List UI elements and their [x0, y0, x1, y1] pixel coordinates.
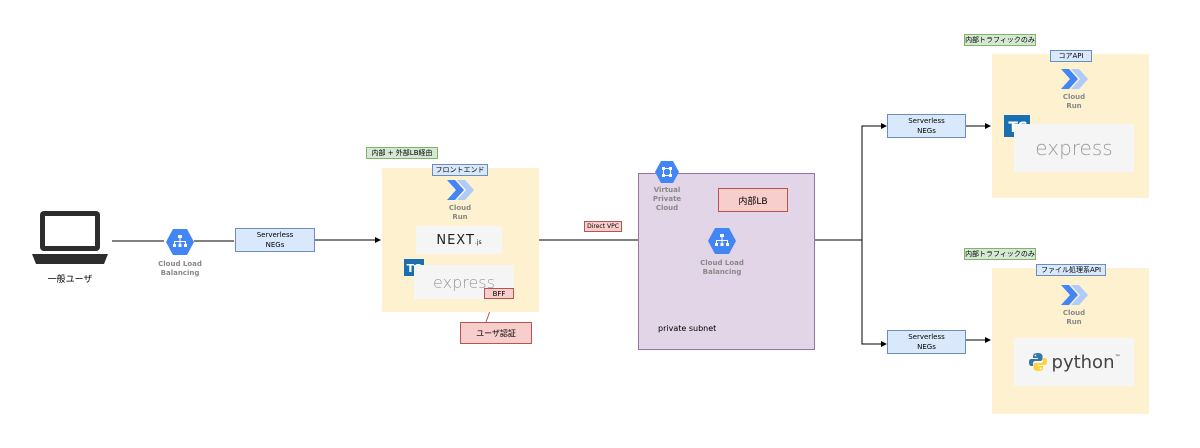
serverless-neg-frontend: Serverless NEGs	[235, 228, 315, 252]
internal-load-balancer: Cloud Load Balancing	[692, 227, 752, 287]
vpc-label-line2: Private Cloud	[652, 195, 682, 212]
serverless-neg-core: Serverless NEGs	[887, 114, 966, 138]
load-balancer-icon	[708, 228, 736, 254]
frontend-run-line1: Cloud	[448, 204, 472, 212]
internal-lb-label: Cloud Load Balancing	[692, 259, 752, 277]
frontend-express-logo: express	[433, 272, 495, 292]
core-route-tag: 内部トラフィックのみ	[964, 34, 1036, 46]
frontend-cloud-run: Cloud Run	[440, 178, 480, 224]
file-service-tag: ファイル処理系API	[1036, 264, 1106, 276]
external-lb-label-line2: Balancing	[160, 269, 200, 277]
edge-split-bottom	[861, 240, 887, 347]
neg-core-line2: NEGs	[917, 127, 936, 135]
core-cloud-run: Cloud Run	[1054, 67, 1094, 113]
neg-file-line2: NEGs	[917, 343, 936, 351]
edge-split-top	[861, 123, 887, 240]
neg-core-line1: Serverless	[908, 117, 945, 125]
internal-lb-label-line1: Cloud Load	[700, 259, 744, 267]
cloud-run-icon	[1061, 69, 1088, 89]
vpc-label: Virtual Private Cloud	[642, 186, 692, 213]
core-cloud-run-label: Cloud Run	[1054, 93, 1094, 111]
laptop-icon	[32, 211, 108, 264]
frontend-service-tag: フロントエンド	[432, 164, 488, 176]
file-run-line1: Cloud	[1062, 309, 1086, 317]
neg-file-line1: Serverless	[908, 333, 945, 341]
internal-lb-callout: 内部LB	[718, 188, 788, 212]
direct-vpc-tag: Direct VPC	[584, 221, 622, 232]
frontend-route-tag: 内部 + 外部LB経由	[366, 147, 438, 159]
core-run-line1: Cloud	[1062, 93, 1086, 101]
load-balancer-icon	[166, 229, 194, 255]
core-run-line2: Run	[1066, 102, 1082, 110]
vpc-icon	[655, 161, 679, 183]
neg-frontend-line1: Serverless	[256, 231, 294, 239]
frontend-cloud-run-label: Cloud Run	[440, 204, 480, 222]
frontend-run-line2: Run	[452, 213, 468, 221]
file-cloud-run: Cloud Run	[1054, 283, 1094, 329]
serverless-neg-file: Serverless NEGs	[887, 330, 966, 354]
internal-lb-label-line2: Balancing	[702, 268, 742, 276]
nextjs-logo-text: NEXT	[436, 232, 475, 248]
external-load-balancer: Cloud Load Balancing	[150, 228, 210, 288]
bff-tag: BFF	[484, 288, 514, 299]
vpc-label-line1: Virtual	[653, 186, 681, 194]
user-auth-callout: ユーザ認証	[460, 322, 532, 344]
vpc-header: Virtual Private Cloud	[642, 160, 692, 212]
user-label: 一般ユーザ	[47, 275, 93, 285]
external-lb-label-line1: Cloud Load	[158, 260, 202, 268]
core-service-tag: コアAPI	[1050, 50, 1092, 62]
python-tm: ™	[1114, 353, 1121, 361]
cloud-run-icon	[447, 180, 474, 200]
frontend-express-panel: express	[414, 265, 514, 299]
python-logo-text: python	[1051, 351, 1115, 373]
user-node: 一般ユーザ	[30, 208, 110, 288]
core-express-panel: express	[1014, 124, 1134, 172]
file-run-line2: Run	[1066, 318, 1082, 326]
core-express-logo: express	[1035, 136, 1113, 160]
nextjs-panel: NEXT.js	[416, 226, 502, 254]
private-subnet-label: private subnet	[658, 324, 717, 333]
python-logo-icon	[1028, 353, 1047, 371]
external-lb-label: Cloud Load Balancing	[150, 260, 210, 278]
nextjs-logo-suffix: .js	[474, 238, 482, 246]
file-cloud-run-label: Cloud Run	[1054, 309, 1094, 327]
cloud-run-icon	[1061, 285, 1088, 305]
file-route-tag: 内部トラフィックのみ	[964, 248, 1036, 260]
neg-frontend-line2: NEGs	[265, 241, 285, 249]
